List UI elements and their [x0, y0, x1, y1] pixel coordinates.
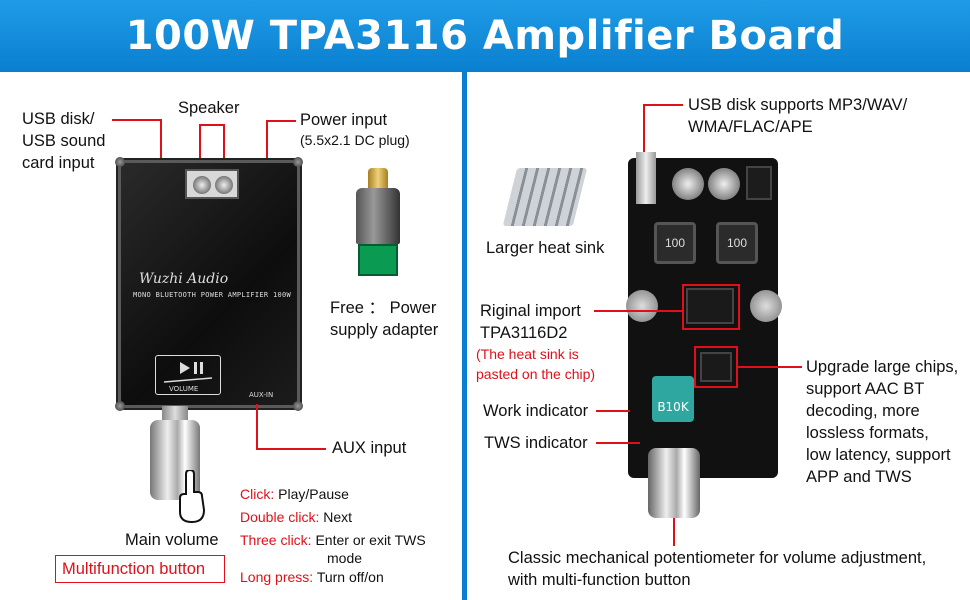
- control-desc: Play/Pause: [278, 486, 349, 502]
- potentiometer-line2: with multi-function button: [508, 571, 691, 589]
- inductor: 100: [716, 222, 758, 264]
- amplifier-board-left: Wuzhi Audio MONO BLUETOOTH POWER AMPLIFI…: [115, 157, 303, 411]
- speaker-terminal-screw: [708, 168, 740, 200]
- usb-input-line2: USB sound: [22, 132, 106, 150]
- speaker-terminal: [185, 169, 239, 199]
- upgrade-line5: low latency, support: [806, 446, 951, 464]
- dc-jack: [746, 166, 772, 200]
- potentiometer: B10K: [652, 376, 694, 422]
- speaker-terminal-screw: [672, 168, 704, 200]
- control-item: Three click: Enter or exit TWS: [240, 530, 426, 550]
- control-desc: Enter or exit TWS: [315, 532, 426, 548]
- usb-formats-label: USB disk supports MP3/WAV/ WMA/FLAC/APE: [688, 94, 907, 138]
- usb-input-line-h: [112, 119, 162, 121]
- upgrade-line1: Upgrade large chips,: [806, 358, 959, 376]
- upgrade-label: Upgrade large chips, support AAC BT deco…: [806, 356, 958, 488]
- dc-plug-terminal: [358, 244, 398, 276]
- power-input-label: Power input: [300, 111, 388, 129]
- control-action: Long press:: [240, 569, 314, 585]
- capacitor: [626, 290, 658, 322]
- chip-name-label: TPA3116D2: [480, 324, 568, 342]
- chip-note: (The heat sink is pasted on the chip): [476, 344, 595, 384]
- power-line-v: [266, 120, 268, 166]
- usb-formats-line1: USB disk supports MP3/WAV/: [688, 96, 908, 114]
- hand-pointer-icon: [179, 470, 206, 524]
- dc-plug-tip: [368, 168, 388, 192]
- free-adapter-line1: Free ： Power: [330, 299, 437, 317]
- chip-note-line2: pasted on the chip): [476, 366, 596, 382]
- chip-note-line1: (The heat sink is: [476, 346, 579, 362]
- upgrade-line4: lossless formats,: [806, 424, 929, 442]
- play-pause-icon: [163, 362, 213, 383]
- page-title: 100W TPA3116 Amplifier Board: [125, 13, 845, 59]
- tws-indicator-label: TWS indicator: [484, 434, 588, 452]
- control-item-cont: mode: [327, 550, 363, 566]
- power-line-h: [266, 120, 296, 122]
- speaker-bracket-l: [199, 124, 201, 168]
- control-panel: [155, 355, 221, 395]
- power-plug-label: (5.5x2.1 DC plug): [300, 132, 410, 148]
- board-brand: Wuzhi Audio: [139, 271, 229, 287]
- screw-icon: [293, 157, 303, 167]
- work-indicator-label: Work indicator: [483, 402, 589, 420]
- screw-icon: [293, 401, 303, 411]
- multifunction-box: [55, 555, 225, 583]
- upgrade-line2: support AAC BT: [806, 380, 925, 398]
- dc-plug-body: [356, 188, 400, 244]
- usb-input-line1: USB disk/: [22, 110, 95, 128]
- potentiometer-line1: Classic mechanical potentiometer for vol…: [508, 549, 927, 567]
- usb-formats-line2: WMA/FLAC/APE: [688, 118, 813, 136]
- main-volume-label: Main volume: [125, 531, 219, 549]
- screw-icon: [115, 401, 125, 411]
- free-adapter-label: Free ： Power supply adapter: [330, 297, 438, 341]
- aux-line-v: [256, 404, 258, 450]
- control-item: Click: Play/Pause: [240, 484, 349, 504]
- free-adapter-line2: supply adapter: [330, 321, 439, 339]
- control-item: Double click: Next: [240, 507, 352, 527]
- usb-formats-line-v: [643, 104, 645, 152]
- tws-indicator-line: [596, 442, 640, 444]
- control-action: Click:: [240, 486, 275, 502]
- speaker-bracket-top: [199, 124, 225, 126]
- board-aux-text: AUX-IN: [249, 391, 274, 399]
- potentiometer-label: Classic mechanical potentiometer for vol…: [508, 547, 926, 591]
- capacitor: [750, 290, 782, 322]
- tpa3116-highlight: [682, 284, 740, 330]
- aux-line-h: [256, 448, 326, 450]
- usb-formats-line-h: [643, 104, 683, 106]
- control-item: Long press: Turn off/on: [240, 567, 384, 587]
- board-model: MONO BLUETOOTH POWER AMPLIFIER 100W: [133, 291, 292, 299]
- title-banner: 100W TPA3116 Amplifier Board: [0, 0, 970, 72]
- multifunction-label: Multifunction button: [62, 560, 206, 578]
- aux-input-label: AUX input: [332, 439, 407, 457]
- control-action: Three click:: [240, 532, 312, 548]
- riginal-line: [594, 310, 682, 312]
- control-desc: Next: [323, 509, 353, 525]
- upgrade-line: [738, 366, 802, 368]
- usb-port: [636, 152, 656, 204]
- usb-input-line3: card input: [22, 154, 95, 172]
- tpa3116-chip: [686, 288, 734, 324]
- usb-input-label: USB disk/ USB sound card input: [22, 108, 105, 174]
- upgrade-line6: APP and TWS: [806, 468, 912, 486]
- control-desc: Turn off/on: [316, 569, 384, 585]
- bluetooth-chip: [700, 352, 732, 382]
- heat-sink-label: Larger heat sink: [486, 239, 605, 257]
- riginal-import-label: Riginal import: [480, 302, 581, 320]
- center-divider: [462, 72, 467, 600]
- pot-line: [673, 518, 675, 546]
- speaker-label: Speaker: [178, 99, 240, 117]
- control-action: Double click:: [240, 509, 320, 525]
- usb-input-line-v: [160, 119, 162, 167]
- heat-sink-image: [502, 168, 588, 226]
- speaker-bracket-r: [223, 124, 225, 168]
- board-volume-text: VOLUME: [169, 385, 199, 393]
- volume-knob-right[interactable]: [648, 448, 700, 518]
- screw-icon: [115, 157, 125, 167]
- bluetooth-chip-highlight: [694, 346, 738, 388]
- work-indicator-line: [596, 410, 630, 412]
- upgrade-line3: decoding, more: [806, 402, 920, 420]
- inductor: 100: [654, 222, 696, 264]
